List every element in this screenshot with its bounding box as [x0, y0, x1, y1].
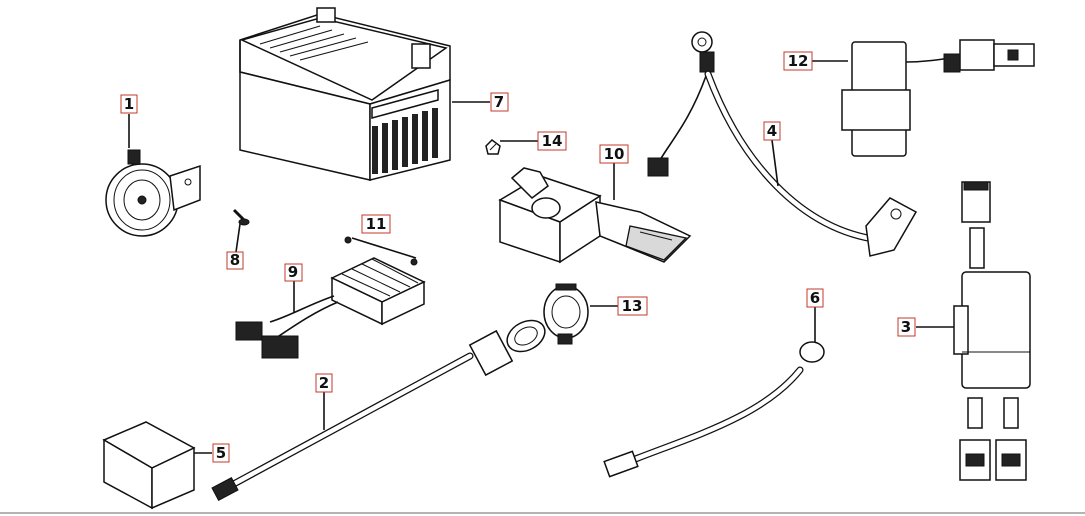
- flasher-relay-part[interactable]: [543, 283, 589, 345]
- starter-relay-part[interactable]: [498, 167, 692, 264]
- module-box-part[interactable]: [102, 421, 196, 510]
- callout-4-label: 4: [767, 122, 777, 140]
- leader-lines: [128, 60, 954, 454]
- callout-13: 13: [617, 296, 648, 316]
- callout-14: 14: [537, 131, 567, 151]
- callout-7: 7: [490, 92, 509, 112]
- regulator-rectifier-part[interactable]: [235, 257, 426, 359]
- relay-part[interactable]: [841, 39, 1035, 157]
- callout-7-label: 7: [494, 93, 504, 111]
- callout-8-label: 8: [230, 251, 240, 269]
- callout-10-label: 10: [604, 145, 625, 163]
- clip-part[interactable]: [485, 139, 501, 155]
- callout-6: 6: [806, 288, 824, 308]
- cdi-unit-part[interactable]: [953, 181, 1031, 481]
- callout-5-label: 5: [216, 444, 226, 462]
- callout-6-label: 6: [810, 289, 820, 307]
- callout-11: 11: [361, 214, 391, 234]
- callout-1-label: 1: [124, 95, 134, 113]
- regulator-screws-part[interactable]: [344, 236, 418, 266]
- callout-5: 5: [212, 443, 230, 463]
- callout-10: 10: [599, 144, 629, 164]
- callout-8: 8: [226, 251, 244, 270]
- callout-13-label: 13: [622, 297, 643, 315]
- sensor-cable-part[interactable]: [211, 314, 550, 502]
- callout-1: 1: [120, 94, 138, 114]
- callout-2-label: 2: [319, 374, 329, 392]
- callout-4: 4: [763, 121, 781, 141]
- ground-cable-part[interactable]: [647, 31, 918, 257]
- battery-part[interactable]: [239, 7, 451, 181]
- horn-part[interactable]: [105, 149, 201, 237]
- horn-screw-part[interactable]: [232, 208, 250, 226]
- callout-9: 9: [284, 263, 303, 282]
- callout-9-label: 9: [288, 263, 298, 281]
- callout-3: 3: [897, 317, 916, 337]
- callout-12: 12: [783, 51, 813, 71]
- callout-14-label: 14: [542, 132, 563, 150]
- callout-3-label: 3: [901, 318, 911, 336]
- callout-12-label: 12: [788, 52, 809, 70]
- battery-cable-part[interactable]: [603, 341, 825, 478]
- callout-11-label: 11: [366, 215, 387, 233]
- callout-2: 2: [315, 373, 333, 393]
